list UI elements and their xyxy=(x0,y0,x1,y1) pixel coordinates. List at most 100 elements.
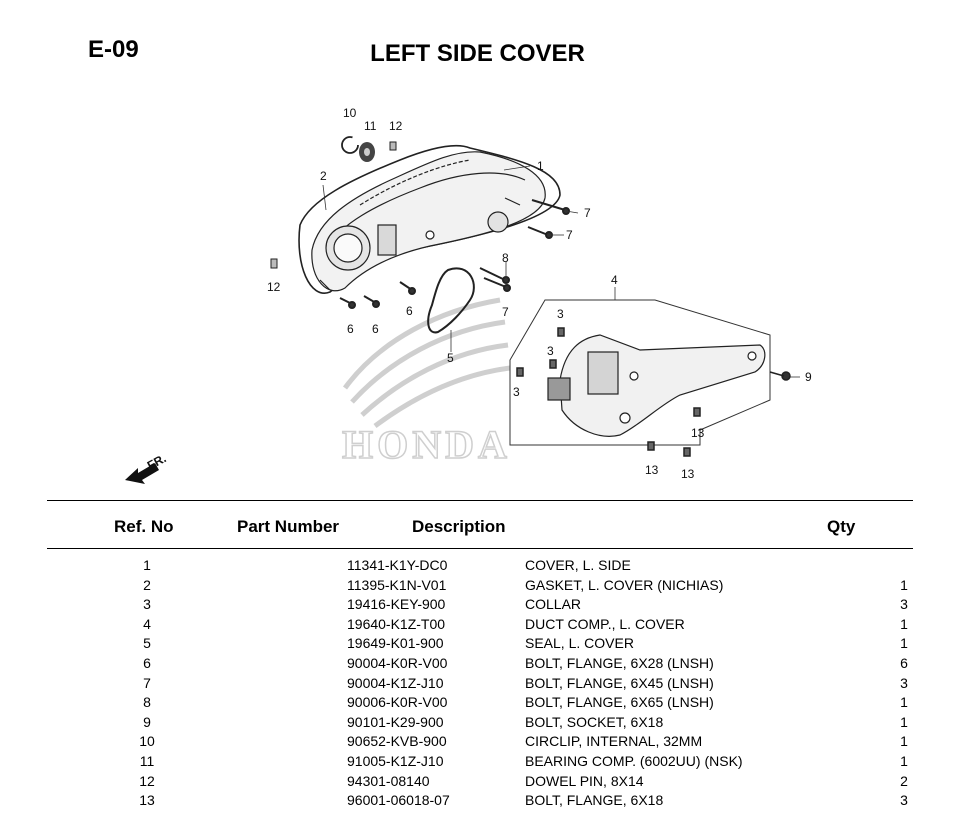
description-cell: CIRCLIP, INTERNAL, 32MM xyxy=(525,733,703,750)
part-number-cell: 96001-06018-07 xyxy=(347,792,450,809)
ref-cell: 9 xyxy=(143,713,151,730)
description-cell: DUCT COMP., L. COVER xyxy=(525,615,685,632)
page-code: E-09 xyxy=(88,36,139,63)
description-cell: COLLAR xyxy=(525,596,582,613)
ref-cell: 1 xyxy=(143,557,151,573)
callout-2: 2 xyxy=(320,169,327,183)
description-cell: BOLT, FLANGE, 6X28 (LNSH) xyxy=(525,654,714,671)
exploded-parts-diagram: HONDA xyxy=(125,106,812,484)
table-row: 4 19640-K1Z-T00 DUCT COMP., L. COVER 1 xyxy=(47,615,913,635)
ref-cell: 8 xyxy=(143,694,151,711)
part-number-cell: 90652-KVB-900 xyxy=(347,733,447,750)
description-cell: BOLT, FLANGE, 6X18 xyxy=(525,792,664,809)
header-bottom-rule xyxy=(47,548,913,549)
part-number-cell: 90004-K1Z-J10 xyxy=(347,674,444,691)
ref-cell: 11 xyxy=(139,752,155,769)
callout-1: 1 xyxy=(537,159,544,173)
ref-cell: 7 xyxy=(143,674,151,691)
description-cell: BOLT, FLANGE, 6X65 (LNSH) xyxy=(525,694,714,711)
header-description: Description xyxy=(412,517,506,536)
description-cell: GASKET, L. COVER (NICHIAS) xyxy=(525,576,724,593)
part-number-cell: 90006-K0R-V00 xyxy=(347,694,448,711)
table-row: 8 90006-K0R-V00 BOLT, FLANGE, 6X65 (LNSH… xyxy=(47,693,913,713)
callout-5: 5 xyxy=(447,351,454,365)
callout-13-c: 13 xyxy=(681,467,695,481)
gasket-outline xyxy=(298,144,561,294)
part-number-cell: 91005-K1Z-J10 xyxy=(347,752,444,769)
table-row: 1 11341-K1Y-DC0 COVER, L. SIDE xyxy=(47,556,913,576)
qty-cell: 3 xyxy=(900,674,908,691)
callout-3-c: 3 xyxy=(513,385,520,399)
honda-wing-watermark xyxy=(342,297,511,429)
part-number-cell: 19640-K1Z-T00 xyxy=(347,615,446,632)
callout-6-b: 6 xyxy=(372,322,379,336)
honda-watermark: HONDA xyxy=(342,422,511,467)
left-side-cover xyxy=(311,151,546,292)
callout-10: 10 xyxy=(343,106,357,120)
callout-7-c: 7 xyxy=(502,305,509,319)
ref-cell: 4 xyxy=(143,615,151,632)
description-cell: BEARING COMP. (6002UU) (NSK) xyxy=(525,752,743,769)
part-number-cell: 19416-KEY-900 xyxy=(347,596,446,613)
qty-cell: 1 xyxy=(900,733,908,750)
qty-cell: 6 xyxy=(900,654,908,671)
bolts-left xyxy=(339,199,570,309)
part-number-cell: 94301-08140 xyxy=(347,772,430,789)
table-top-rule xyxy=(47,500,913,501)
duct-bracket-box xyxy=(509,299,771,446)
qty-cell: 1 xyxy=(900,752,908,769)
collars-bolts-right xyxy=(516,327,791,457)
qty-cell: 1 xyxy=(900,635,908,652)
qty-cell xyxy=(895,556,913,576)
circlip xyxy=(341,136,359,154)
table-row: 7 90004-K1Z-J10 BOLT, FLANGE, 6X45 (LNSH… xyxy=(47,674,913,694)
callout-9: 9 xyxy=(805,370,812,384)
qty-cell: 2 xyxy=(900,772,908,789)
table-row: 5 19649-K01-900 SEAL, L. COVER 1 xyxy=(47,634,913,654)
part-number-cell: 19649-K01-900 xyxy=(347,635,444,652)
description-cell: BOLT, SOCKET, 6X18 xyxy=(525,713,664,730)
callout-6-c: 6 xyxy=(406,304,413,318)
header-part-number: Part Number xyxy=(237,517,340,536)
ref-cell: 13 xyxy=(139,792,155,809)
description-cell: SEAL, L. COVER xyxy=(525,635,634,652)
callout-11: 11 xyxy=(364,119,377,133)
description-cell: BOLT, FLANGE, 6X45 (LNSH) xyxy=(525,674,714,691)
part-number-cell: 11395-K1N-V01 xyxy=(347,576,447,593)
ref-cell: 2 xyxy=(143,576,151,593)
callout-7-b: 7 xyxy=(566,228,573,242)
dowel-pin-left xyxy=(270,258,278,269)
description-cell: DOWEL PIN, 8X14 xyxy=(525,772,644,789)
ref-cell: 12 xyxy=(139,772,155,789)
qty-cell: 3 xyxy=(900,792,908,809)
table-row: 6 90004-K0R-V00 BOLT, FLANGE, 6X28 (LNSH… xyxy=(47,654,913,674)
callout-3-a: 3 xyxy=(557,307,564,321)
page-title: LEFT SIDE COVER xyxy=(370,40,585,67)
callout-7-a: 7 xyxy=(584,206,591,220)
qty-cell: 3 xyxy=(900,596,908,613)
ref-cell: 6 xyxy=(143,654,151,671)
qty-cell: 1 xyxy=(900,694,908,711)
callout-3-b: 3 xyxy=(547,344,554,358)
callout-8: 8 xyxy=(502,251,509,265)
header-qty: Qty xyxy=(827,517,856,536)
table-row: 12 94301-08140 DOWEL PIN, 8X14 2 xyxy=(47,772,913,792)
callout-4: 4 xyxy=(611,273,618,287)
ref-cell: 5 xyxy=(143,635,151,652)
description-cell: COVER, L. SIDE xyxy=(525,557,631,573)
qty-cell: 1 xyxy=(900,576,908,593)
leader-lines xyxy=(322,165,800,378)
part-number-cell: 90004-K0R-V00 xyxy=(347,654,448,671)
table-row: 3 19416-KEY-900 COLLAR 3 xyxy=(47,595,913,615)
table-row: 9 90101-K29-900 BOLT, SOCKET, 6X18 1 xyxy=(47,713,913,733)
callout-12-top: 12 xyxy=(389,119,403,133)
callout-12-left: 12 xyxy=(267,280,281,294)
table-row: 2 11395-K1N-V01 GASKET, L. COVER (NICHIA… xyxy=(47,576,913,596)
ref-cell: 3 xyxy=(143,596,151,613)
dowel-pin-top xyxy=(389,141,397,151)
qty-cell: 1 xyxy=(900,615,908,632)
qty-cell: 1 xyxy=(900,713,908,730)
callout-13-a: 13 xyxy=(691,426,705,440)
front-direction-arrow: FR. xyxy=(125,451,168,484)
callout-6-a: 6 xyxy=(347,322,354,336)
